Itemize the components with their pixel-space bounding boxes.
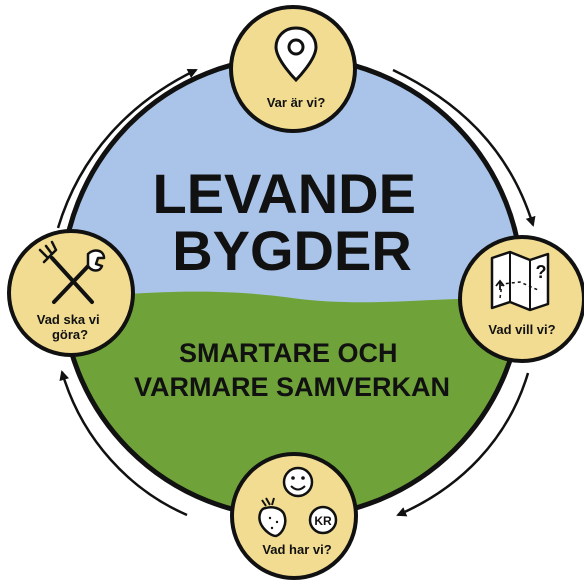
arrow-right-to-bottom [396,372,530,517]
coin-text: KR [314,514,332,528]
smiley-icon [282,466,314,498]
coin-icon: KR [308,505,338,535]
location-pin-icon [274,26,318,83]
node-right-label: Vad vill vi? [488,322,555,337]
node-bottom: KR Vad har vi? [230,452,358,580]
map-question-mark: ? [536,262,547,282]
node-left: Vad ska vi göra? [7,229,135,357]
node-right: ? Vad vill vi? [458,235,584,363]
arrow-left-to-top [56,68,198,229]
node-top: Var är vi? [229,5,357,133]
node-bottom-label: Vad har vi? [262,542,331,557]
diagram-subtitle: SMARTARE OCH VARMARE SAMVERKAN [134,338,450,402]
arrow-bottom-to-left [59,370,188,517]
node-top-label: Var är vi? [267,95,326,110]
tools-icon [38,240,106,304]
diagram-title: LEVANDE BYGDER [153,162,432,282]
node-left-label: Vad ska vi göra? [37,312,104,342]
strawberry-icon [258,497,287,538]
cycle-arrows [56,68,536,517]
arrow-top-to-right [392,68,536,227]
map-icon: ? [490,250,550,312]
